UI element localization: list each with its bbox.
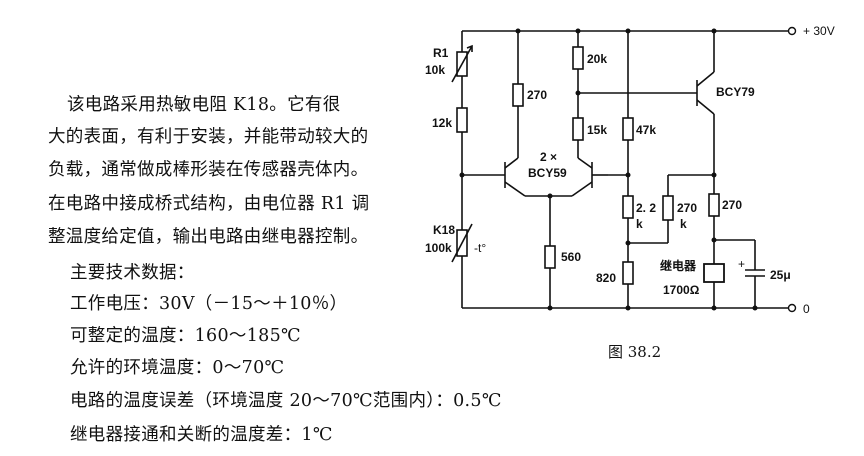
k18-name-label: K18 <box>433 223 455 237</box>
r15k-label: 15k <box>587 123 607 137</box>
relay-output <box>703 193 765 311</box>
resistor-820 <box>622 261 634 285</box>
relay-value-label: 1700Ω <box>663 283 700 297</box>
r270-right-label: 270 <box>722 198 742 212</box>
relay-name-label: 继电器 <box>660 258 697 273</box>
ground-label: 0 <box>803 302 810 316</box>
description-line-4: 在电路中接成桥式结构，由电位器 R1 调 <box>48 194 370 214</box>
r2-2k-label-b: k <box>636 217 643 231</box>
r1-value-label: 10k <box>425 63 445 77</box>
specs-title: 主要技术数据： <box>70 263 195 283</box>
r270k-label-b: k <box>680 217 687 231</box>
spec-item: 可整定的温度：160～185℃ <box>70 326 301 346</box>
spec-item: 继电器接通和关断的温度差：1℃ <box>70 425 333 445</box>
resistor-270-right <box>708 193 720 217</box>
description-line-2: 大的表面，有利于安装，并能带动较大的 <box>48 127 369 147</box>
transistor-pair-bcy59 <box>504 157 608 308</box>
description-line-3: 负载，通常做成棒形装在传感器壳体内。 <box>48 160 369 180</box>
r270k-label-a: 270 <box>677 201 697 215</box>
cap-value-label: 25μ <box>770 268 791 282</box>
supply-label: + 30V <box>803 24 835 38</box>
k18-symbol-label: -t° <box>474 241 486 255</box>
resistor-15k <box>572 117 584 141</box>
r47k-label: 47k <box>636 123 656 137</box>
ground-rail <box>462 303 797 313</box>
r20k-label: 20k <box>587 52 607 66</box>
resistor-20k <box>572 46 584 70</box>
pair-count-label: 2 × <box>540 150 557 164</box>
reference-divider <box>608 28 634 308</box>
cap-plus-label: + <box>738 257 745 271</box>
resistor-2-2k <box>622 195 634 219</box>
resistor-12k <box>456 107 468 133</box>
spec-item: 工作电压：30V（－15～＋10％） <box>70 294 348 314</box>
r12k-label: 12k <box>432 116 452 130</box>
transistor-bcy79 <box>696 28 717 194</box>
description-line-5: 整温度给定值，输出电路由继电器控制。 <box>48 227 369 247</box>
r560-label: 560 <box>561 250 581 264</box>
resistor-47k <box>622 117 634 141</box>
pair-model-label: BCY59 <box>528 166 567 180</box>
resistor-270k <box>662 195 674 221</box>
resistor-560 <box>544 245 556 269</box>
r820-label: 820 <box>596 271 616 285</box>
left-branch <box>451 31 473 308</box>
description-line-1: 该电路采用热敏电阻 K18。它有很 <box>67 95 341 115</box>
feedback-branch <box>628 172 717 244</box>
r270-left-label: 270 <box>527 88 547 102</box>
bcy79-label: BCY79 <box>716 85 755 99</box>
r1-name-label: R1 <box>433 46 449 60</box>
collector-left <box>512 28 524 158</box>
spec-item: 电路的温度误差（环境温度 20～70℃范围内）：0.5℃ <box>70 391 502 411</box>
r2-2k-label-a: 2. 2 <box>636 201 656 215</box>
collector-right <box>572 28 697 158</box>
figure-caption: 图 38.2 <box>608 343 662 361</box>
k18-value-label: 100k <box>425 241 452 255</box>
spec-item: 允许的环境温度：0～70℃ <box>70 358 285 378</box>
relay-coil <box>703 263 725 283</box>
resistor-270-left <box>512 83 524 107</box>
